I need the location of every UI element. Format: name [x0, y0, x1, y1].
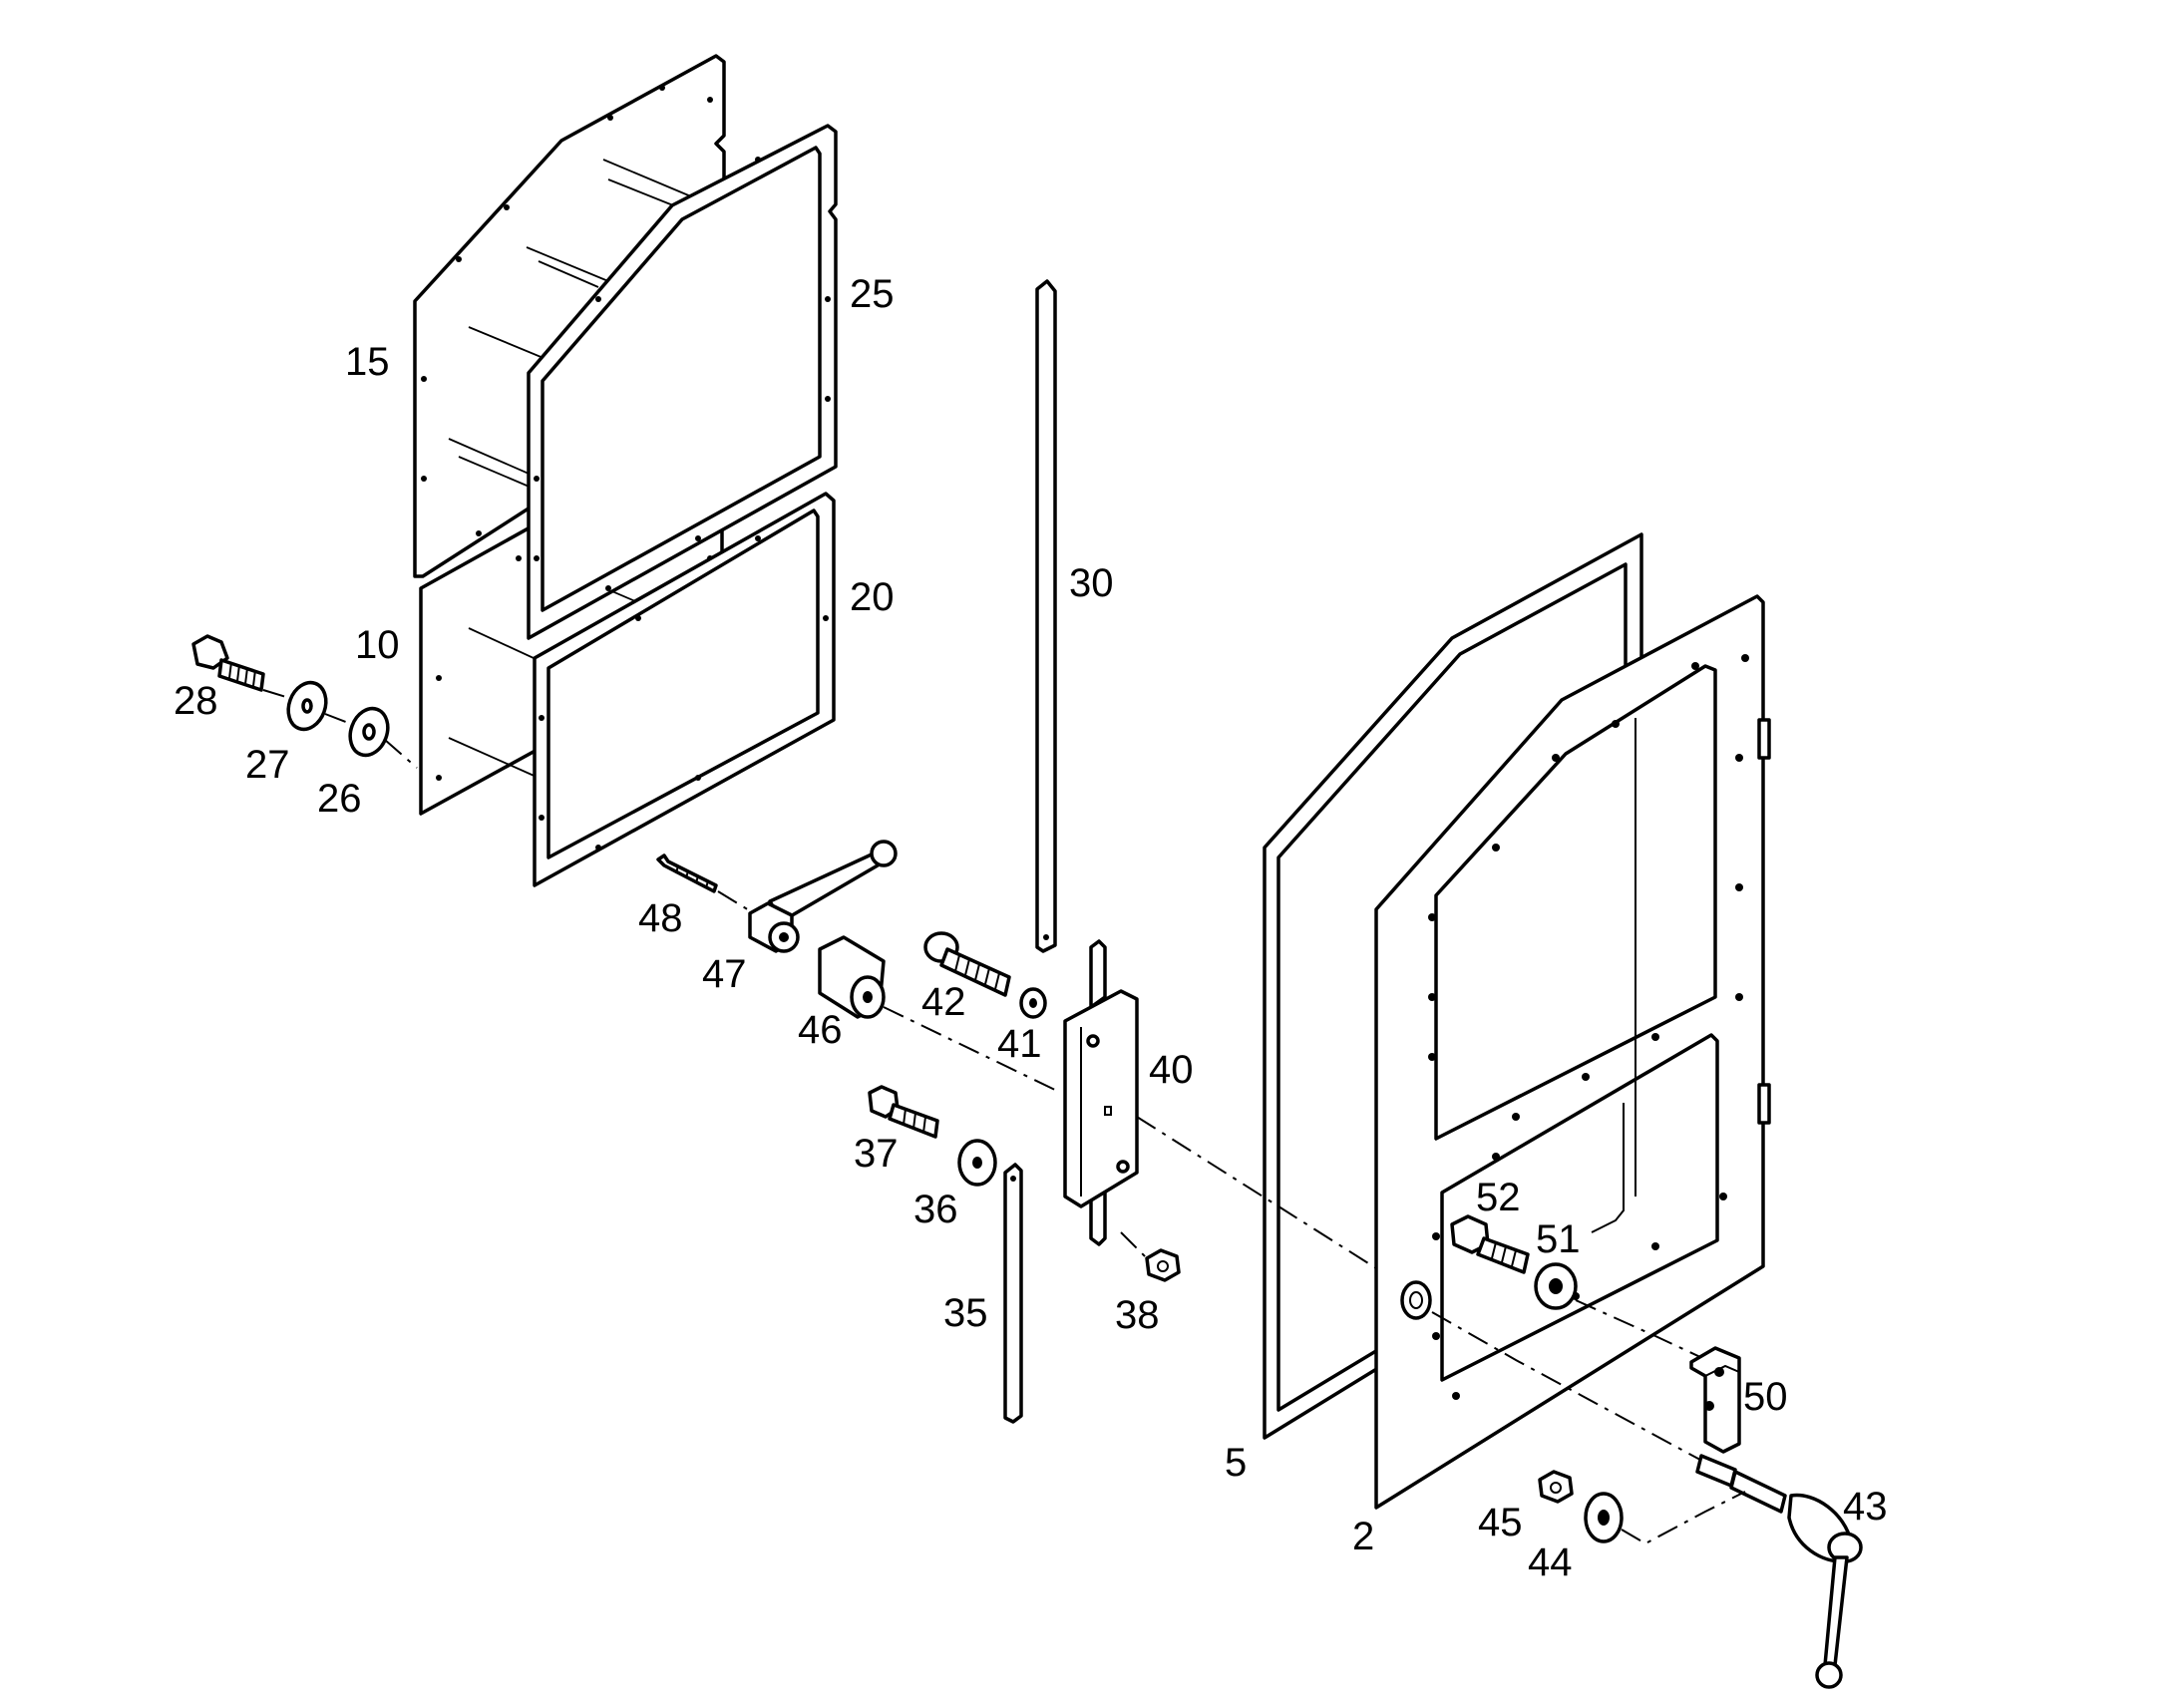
part-43-outer-handle	[1695, 1454, 1863, 1689]
part-50-striker-bracket	[1689, 1346, 1741, 1454]
door-lock-cylinder	[1400, 1280, 1432, 1320]
label-43: 43	[1843, 1485, 1888, 1529]
label-50: 50	[1743, 1375, 1788, 1419]
label-15: 15	[345, 340, 390, 384]
label-42: 42	[921, 980, 966, 1024]
part-35-lower-lock-rod	[1003, 1163, 1023, 1424]
label-30: 30	[1069, 561, 1114, 605]
label-40: 40	[1149, 1048, 1194, 1092]
part-30-upper-lock-rod	[1035, 279, 1057, 953]
part-27-washer	[286, 680, 328, 732]
label-28: 28	[174, 679, 218, 723]
callout-labels: 15 25 10 20 28 27 26 30 48 47 46 42 41 4…	[174, 272, 1888, 1584]
part-20-lower-gasket	[533, 492, 836, 887]
part-40-lock-body	[1063, 939, 1139, 1246]
part-25-upper-gasket	[527, 124, 838, 640]
axis-line-48	[717, 890, 755, 914]
label-10: 10	[355, 623, 400, 667]
axis-line-28	[262, 689, 418, 769]
part-36-washer	[957, 1139, 997, 1187]
part-38-nut	[1145, 1248, 1181, 1282]
part-52-bolt	[1450, 1214, 1530, 1274]
label-38: 38	[1115, 1293, 1160, 1337]
label-45: 45	[1478, 1501, 1523, 1544]
label-35: 35	[943, 1291, 988, 1335]
label-47: 47	[702, 952, 747, 996]
label-2: 2	[1352, 1515, 1374, 1558]
label-37: 37	[854, 1132, 899, 1176]
label-5: 5	[1225, 1441, 1247, 1485]
part-37-bolt	[868, 1085, 939, 1139]
axis-line-44	[1621, 1491, 1746, 1545]
label-52: 52	[1476, 1176, 1521, 1219]
axis-line-38	[1120, 1231, 1148, 1259]
part-26-washer	[348, 706, 390, 758]
label-46: 46	[798, 1008, 843, 1052]
axis-line-51	[1575, 1299, 1716, 1365]
part-48-screw	[656, 854, 718, 893]
part-44-washer	[1584, 1492, 1624, 1543]
label-20: 20	[850, 575, 895, 619]
axis-line-46	[883, 1006, 1058, 1092]
part-42-bolt	[923, 931, 1011, 997]
label-44: 44	[1528, 1540, 1573, 1584]
label-27: 27	[245, 743, 290, 787]
label-41: 41	[997, 1022, 1042, 1066]
part-46-sleeve	[818, 935, 886, 1019]
label-26: 26	[317, 777, 362, 821]
label-51: 51	[1536, 1217, 1581, 1261]
label-36: 36	[913, 1188, 958, 1231]
part-45-nut	[1538, 1470, 1574, 1504]
part-28-bolt	[191, 634, 265, 692]
part-47-handle-lever	[748, 840, 898, 953]
axis-line-lock	[1136, 1116, 1712, 1467]
label-25: 25	[850, 272, 895, 316]
part-2-door-panel	[1374, 594, 1771, 1510]
part-41-washer	[1019, 987, 1047, 1019]
part-51-washer	[1534, 1262, 1578, 1310]
label-48: 48	[638, 896, 683, 940]
